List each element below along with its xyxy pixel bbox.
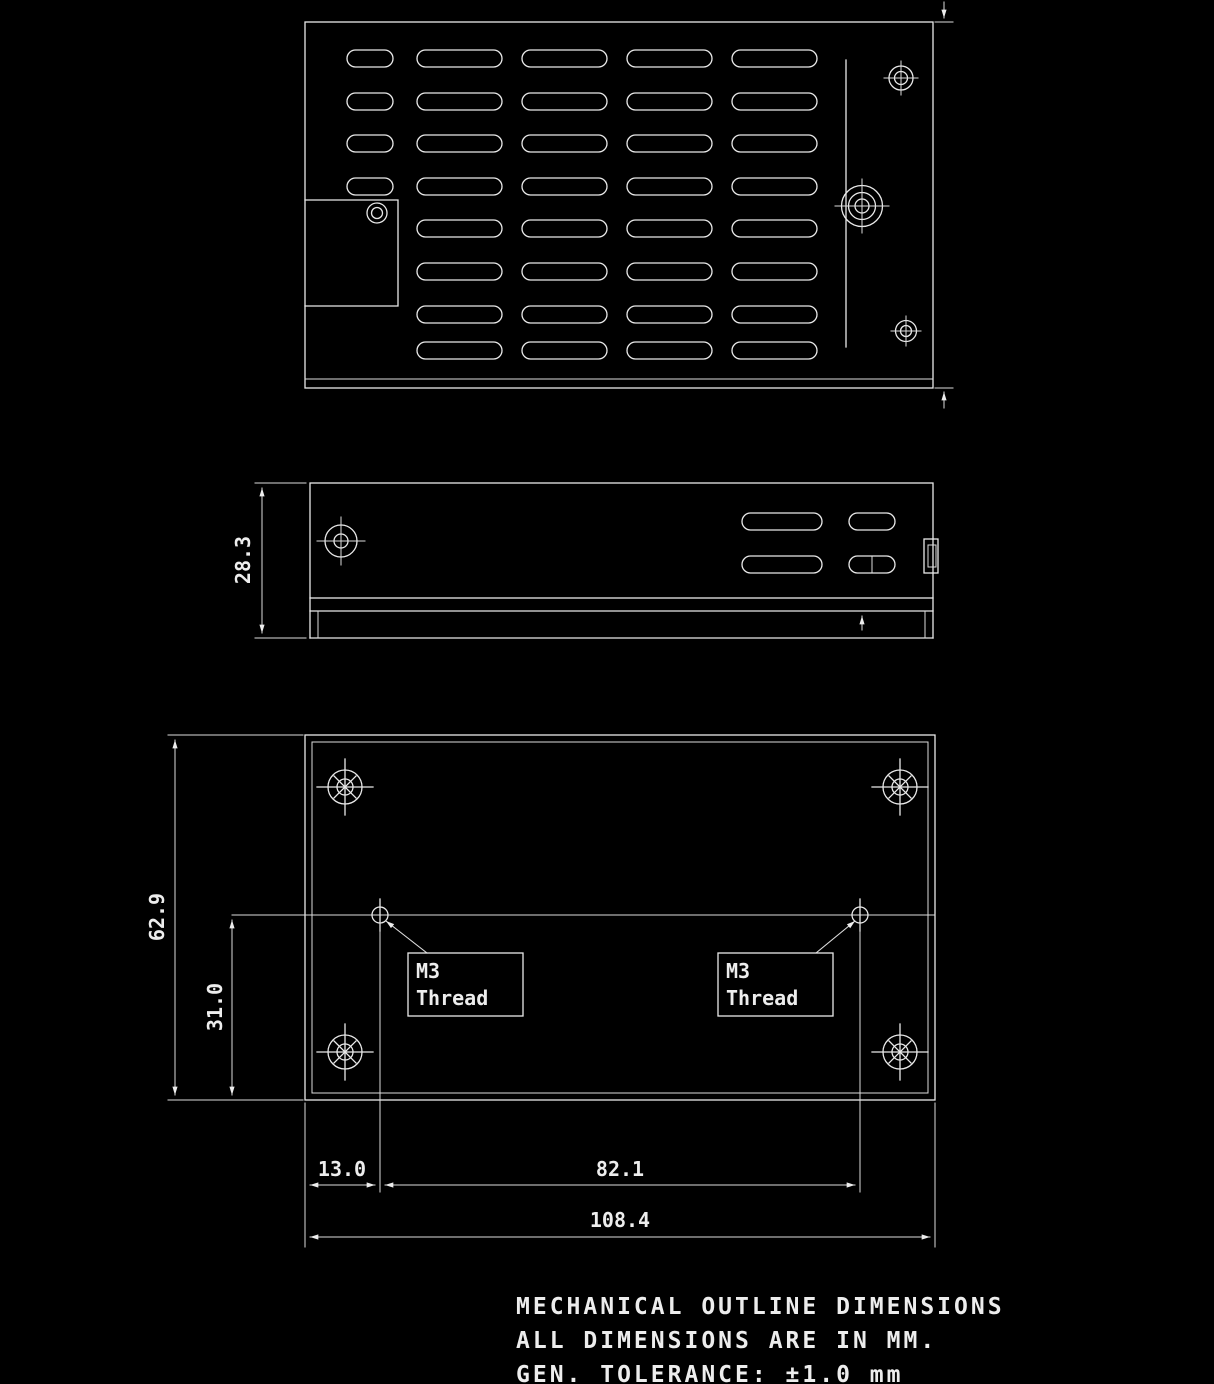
m3-callout-right: M3 Thread (717, 920, 856, 1017)
vent-slot (626, 262, 713, 281)
vent-slot (741, 555, 823, 574)
notes-block: MECHANICAL OUTLINE DIMENSIONS ALL DIMENS… (516, 1294, 1005, 1384)
side-view-vents (741, 512, 896, 574)
vent-slot (848, 512, 896, 531)
vent-slot (416, 262, 503, 281)
bottom-view: M3 Thread M3 Thread 62.9 31.0 (145, 734, 936, 1248)
vent-slot (521, 134, 608, 153)
vent-slot (416, 49, 503, 68)
note-line-2: ALL DIMENSIONS ARE IN MM. (516, 1328, 937, 1354)
vent-slot (626, 305, 713, 324)
dim-depth-group: 62.9 (145, 734, 304, 1101)
bushing-hole-icon (366, 202, 388, 224)
note-line-3: GEN. TOLERANCE: ±1.0 mm (516, 1362, 904, 1384)
dim-hole-y: 31.0 (203, 983, 227, 1031)
vent-slot (416, 177, 503, 196)
vent-slot (346, 92, 394, 111)
callout-box (407, 952, 524, 1017)
m3-label-line1: M3 (726, 959, 750, 983)
vent-slot (626, 134, 713, 153)
bottom-view-inner-outline (311, 741, 929, 1094)
leader-line (385, 920, 428, 954)
corner-screw-icon (871, 758, 929, 816)
corner-screw-icon (316, 1023, 374, 1081)
vent-slot (731, 134, 818, 153)
dim-hole-pitch: 82.1 (596, 1157, 644, 1181)
top-view-outline (304, 21, 934, 389)
dim-hole-x-offset: 13.0 (318, 1157, 366, 1181)
vent-slot (346, 134, 394, 153)
vent-slot (731, 219, 818, 238)
connector-tab-inner (927, 544, 937, 568)
vent-slot (521, 92, 608, 111)
note-line-1: MECHANICAL OUTLINE DIMENSIONS (516, 1294, 1005, 1320)
vent-slot (626, 341, 713, 360)
vent-slot (416, 219, 503, 238)
vent-slot (731, 92, 818, 111)
vent-slot (731, 177, 818, 196)
vent-slot (346, 49, 394, 68)
vent-slot (521, 305, 608, 324)
vent-slot (731, 262, 818, 281)
dim-depth: 62.9 (145, 893, 169, 941)
vent-slot (521, 341, 608, 360)
corner-screw-icon (316, 758, 374, 816)
vent-slot-grid (346, 49, 818, 360)
dim-side-height-group: 28.3 (231, 482, 307, 639)
dim-hole-y-group: 31.0 (203, 919, 235, 1096)
callout-box (717, 952, 834, 1017)
vent-slot (521, 49, 608, 68)
side-view-connector (923, 538, 939, 574)
top-view-right-features (834, 60, 922, 347)
vent-slot (416, 305, 503, 324)
side-view-outline (309, 482, 934, 599)
vent-slot (626, 49, 713, 68)
bushing-hole-inner-icon (370, 206, 384, 220)
vent-slot (521, 262, 608, 281)
vent-slot (626, 219, 713, 238)
m3-label-line1: M3 (416, 959, 440, 983)
vent-slot (741, 512, 823, 531)
vent-slot (626, 92, 713, 111)
vent-slot (521, 177, 608, 196)
vent-slot (626, 177, 713, 196)
top-view-corner-ticks (934, 1, 954, 409)
bottom-view-outline (304, 734, 936, 1101)
m3-callout-left: M3 Thread (385, 920, 524, 1017)
side-view: 28.3 (231, 482, 939, 639)
leader-line (815, 920, 856, 954)
top-view-left-cutout (304, 199, 399, 307)
side-screw-fiducial (316, 516, 366, 566)
dim-bottom-group: 13.0 82.1 108.4 (304, 923, 936, 1248)
vent-slot (521, 219, 608, 238)
vent-slot (416, 134, 503, 153)
vent-slot (346, 177, 394, 196)
m3-label-line2: Thread (416, 986, 488, 1010)
dim-overall-length: 108.4 (590, 1208, 650, 1232)
corner-screw-icon (871, 1023, 929, 1081)
cutout-outline (304, 199, 399, 307)
switch-slot (848, 555, 896, 574)
vent-slot (731, 341, 818, 360)
dim-side-height: 28.3 (231, 536, 255, 584)
connector-tab (923, 538, 939, 574)
vent-slot (416, 341, 503, 360)
vent-slot (731, 305, 818, 324)
vent-slot (731, 49, 818, 68)
m3-label-line2: Thread (726, 986, 798, 1010)
top-view (304, 1, 954, 409)
vent-slot (416, 92, 503, 111)
